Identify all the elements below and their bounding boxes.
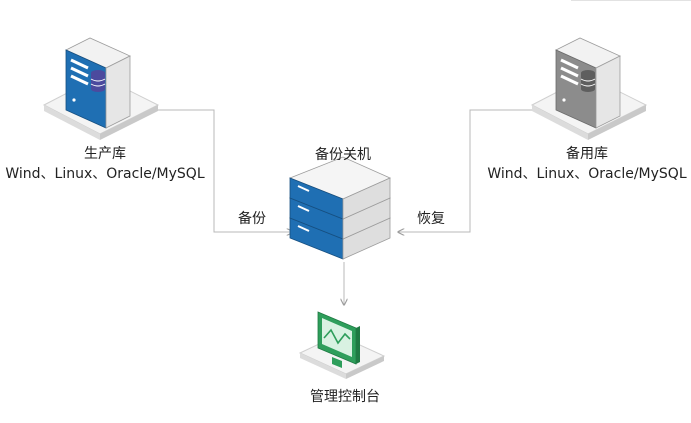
console-monitor-icon xyxy=(298,311,386,379)
restore-connector xyxy=(398,109,532,232)
backup-connector xyxy=(158,109,293,232)
backup-appliance-icon xyxy=(288,156,391,260)
production-server-icon xyxy=(42,37,160,140)
connector-lines xyxy=(158,109,532,305)
backup-appliance-title: 备份关机 xyxy=(315,147,371,163)
standby-server-icon xyxy=(530,37,648,140)
standby-title: 备用库 xyxy=(566,146,608,162)
backup-edge-label: 备份 xyxy=(238,211,266,227)
production-title: 生产库 xyxy=(84,146,126,162)
console-title: 管理控制台 xyxy=(310,389,380,405)
standby-platforms: Wind、Linux、Oracle/MySQL xyxy=(487,166,687,182)
production-platforms: Wind、Linux、Oracle/MySQL xyxy=(5,166,205,182)
top-edge-line xyxy=(571,0,691,1)
restore-edge-label: 恢复 xyxy=(417,211,445,227)
